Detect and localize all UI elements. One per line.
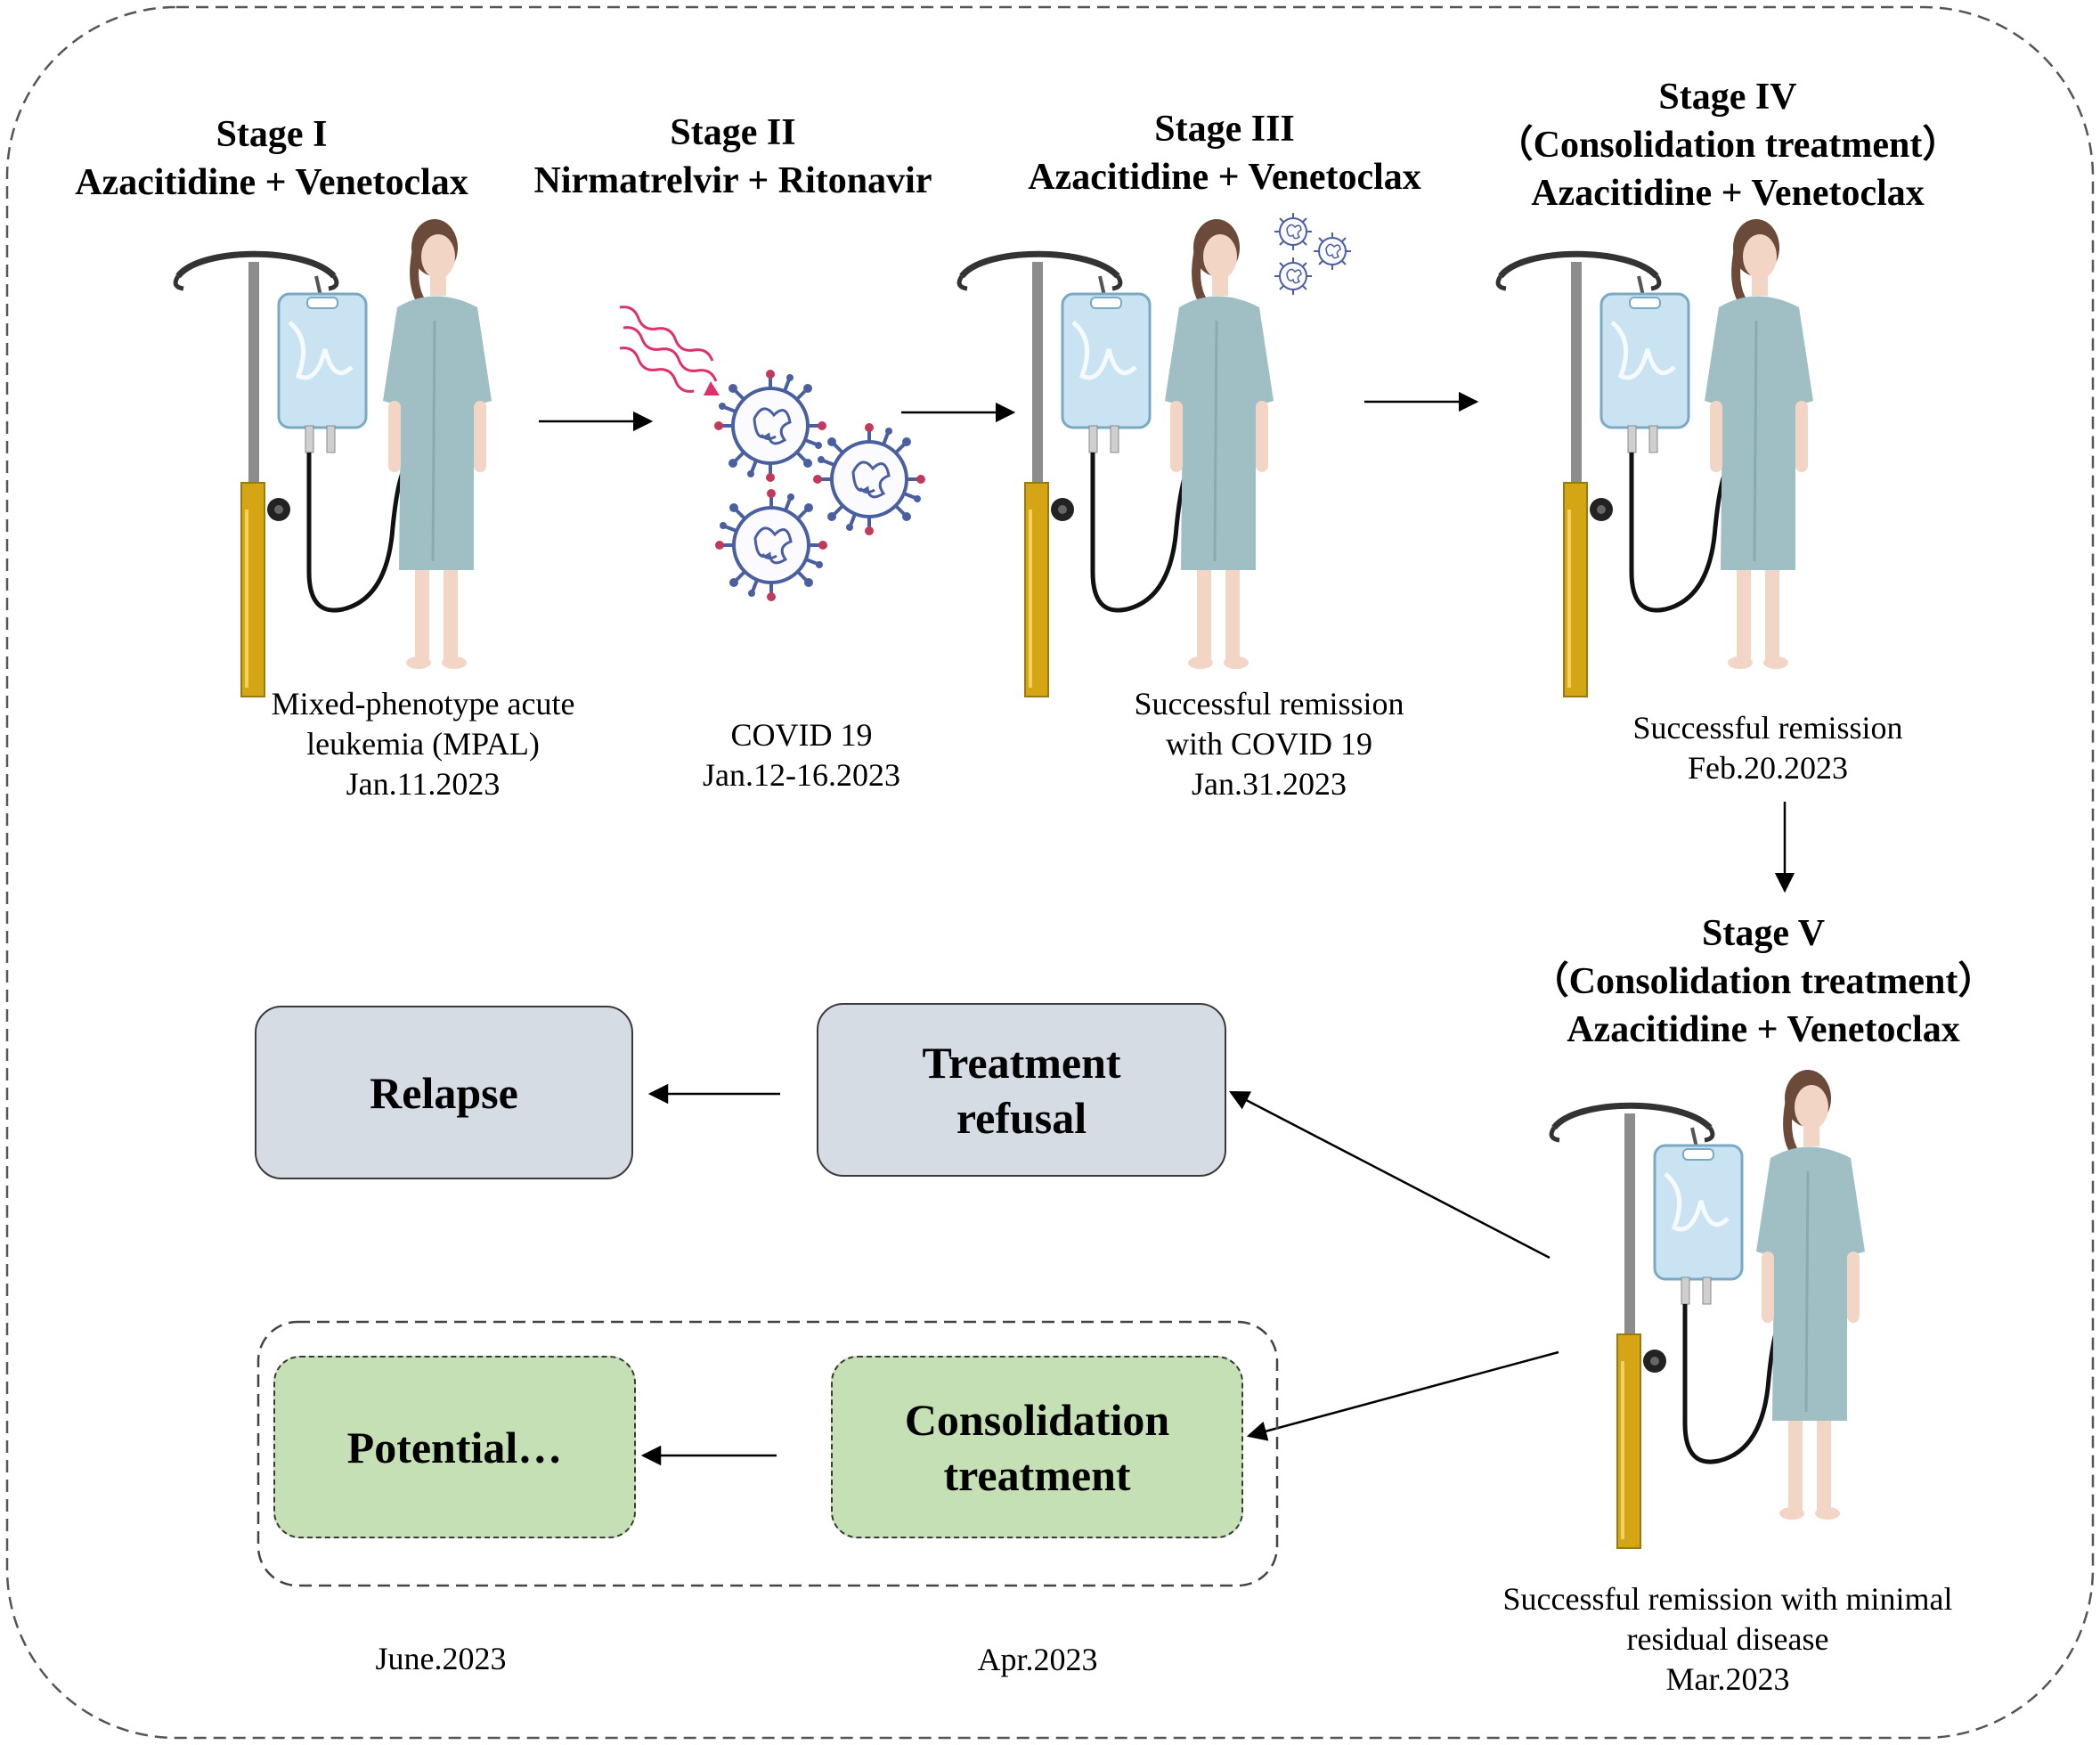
caption-line: Successful remission: [1632, 710, 1903, 746]
virus-icon: [712, 368, 828, 484]
iv-drip-icon: [175, 254, 407, 697]
stage-1-name: Stage I: [216, 114, 328, 155]
stage-5-drug: Azacitidine + Venetoclax: [1567, 1009, 1960, 1050]
treatment-refusal-box: Treatment refusal: [817, 1003, 1226, 1177]
stage-4-caption: Successful remission Feb.20.2023: [1567, 708, 1968, 788]
stage-3-name: Stage III: [1154, 109, 1295, 150]
virus-icon: [713, 487, 829, 603]
arrow-to-treatment-refusal: [1229, 1090, 1551, 1260]
iv-drip-icon: [1551, 1105, 1783, 1548]
patient-icon: [1756, 1070, 1865, 1520]
caption-line: COVID 19: [730, 717, 873, 753]
potential-label: Potential…: [346, 1422, 563, 1472]
stage-4-title: Stage IV （Consolidation treatment） Azaci…: [1478, 73, 1977, 217]
stage-5-caption: Successful remission with minimal residu…: [1461, 1579, 1995, 1700]
consolidation-line: Consolidation: [904, 1394, 1170, 1445]
stage-4-phase: （Consolidation treatment）: [1495, 125, 1960, 166]
stage-1-drug: Azacitidine + Venetoclax: [75, 162, 468, 203]
stage-3-drug: Azacitidine + Venetoclax: [1028, 157, 1421, 198]
patient-icon: [383, 219, 492, 669]
april-date: Apr.2023: [977, 1642, 1098, 1677]
stage-2-drug: Nirmatrelvir + Ritonavir: [533, 160, 932, 201]
heat-arrow-head: [704, 381, 720, 395]
stage-5-name: Stage V: [1701, 913, 1826, 954]
caption-line: Mixed-phenotype acute: [271, 686, 575, 722]
caption-line: residual disease: [1626, 1621, 1829, 1657]
iv-drip-icon: [959, 254, 1191, 697]
caption-line: Jan.11.2023: [346, 766, 501, 802]
stage-5-phase: （Consolidation treatment）: [1531, 961, 1996, 1002]
stage-3-caption: Successful remission with COVID 19 Jan.3…: [1069, 684, 1469, 804]
stage-2-title: Stage II Nirmatrelvir + Ritonavir: [506, 109, 960, 205]
stage-4-drug: Azacitidine + Venetoclax: [1531, 173, 1925, 214]
heat-waves-icon: [619, 306, 718, 393]
patient-icon: [1705, 219, 1813, 669]
caption-line: leukemia (MPAL): [306, 726, 540, 762]
stage-1-title: Stage I Azacitidine + Venetoclax: [36, 110, 508, 207]
stage-4-name: Stage IV: [1658, 77, 1797, 118]
june-date: June.2023: [375, 1641, 507, 1676]
caption-line: Successful remission with minimal: [1502, 1581, 1953, 1617]
treatment-refusal-line: Treatment: [922, 1037, 1121, 1088]
caption-line: Mar.2023: [1665, 1661, 1790, 1697]
caption-line: with COVID 19: [1166, 726, 1372, 762]
stage-5-title: Stage V （Consolidation treatment） Azacit…: [1514, 909, 2013, 1054]
caption-line: Jan.12-16.2023: [703, 757, 900, 793]
caption-line: Successful remission: [1134, 686, 1404, 722]
arrow-to-consolidation: [1246, 1350, 1559, 1441]
iv-drip-icon: [1498, 254, 1730, 697]
virus-icon: [1313, 232, 1352, 271]
outer-frame: [5, 5, 2095, 1740]
virus-icon: [1274, 257, 1313, 296]
caption-line: Feb.20.2023: [1688, 750, 1848, 786]
treatment-refusal-line: refusal: [956, 1092, 1087, 1143]
consolidation-treatment-box: Consolidation treatment: [831, 1356, 1243, 1538]
stage-1-caption: Mixed-phenotype acute leukemia (MPAL) Ja…: [223, 684, 623, 804]
relapse-box: Relapse: [255, 1006, 633, 1179]
relapse-label: Relapse: [370, 1067, 518, 1118]
consolidation-line: treatment: [943, 1449, 1131, 1500]
caption-line: Jan.31.2023: [1192, 766, 1347, 802]
potential-box: Potential…: [273, 1356, 636, 1538]
green-group-frame: [256, 1320, 1279, 1587]
stage-3-title: Stage III Azacitidine + Venetoclax: [989, 105, 1461, 201]
virus-icon: [1274, 212, 1313, 251]
stage-2-caption: COVID 19 Jan.12-16.2023: [623, 715, 980, 795]
virus-icon: [811, 421, 927, 537]
patient-icon: [1165, 219, 1274, 669]
stage-2-name: Stage II: [670, 112, 796, 153]
